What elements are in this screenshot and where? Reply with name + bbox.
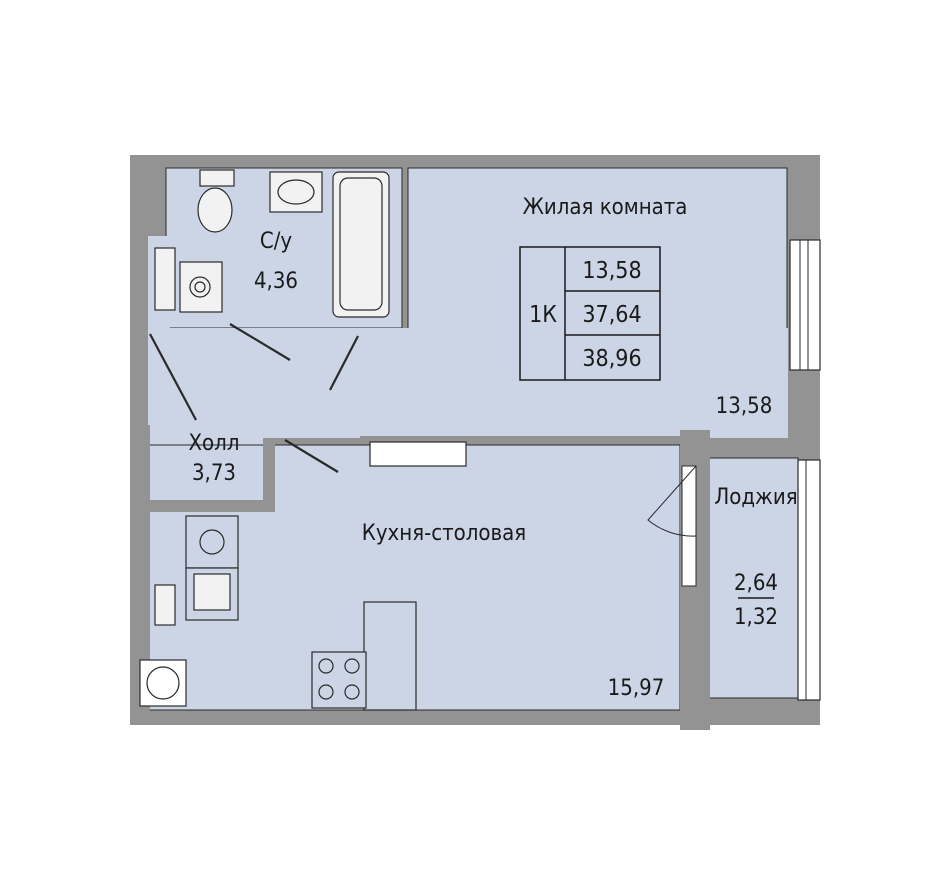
loggia-area-reduced: 1,32 xyxy=(734,605,778,630)
kitchen-label: Кухня-столовая xyxy=(362,521,526,546)
living-room-label: Жилая комната xyxy=(523,195,688,220)
balcony-door xyxy=(681,465,697,587)
doors xyxy=(149,323,359,473)
hall-corridor-floor xyxy=(148,328,788,438)
bathroom-door-2 xyxy=(329,335,359,391)
loggia-label: Лоджия xyxy=(714,485,797,510)
toilet-tank xyxy=(199,169,235,187)
left-wall xyxy=(130,425,150,725)
hall-side-wall xyxy=(263,438,275,512)
hall-label: Холл xyxy=(189,431,240,456)
total-area-value: 38,96 xyxy=(582,346,641,372)
bathroom-area: 4,36 xyxy=(254,269,298,294)
kitchen-door xyxy=(284,439,339,473)
kitchen-area: 15,97 xyxy=(608,676,665,701)
toilet-icon xyxy=(197,187,233,233)
apartment-type: 1К xyxy=(529,302,557,328)
summary-table xyxy=(519,246,661,381)
kitchen-fixtures xyxy=(139,441,467,711)
fridge xyxy=(363,601,417,711)
loggia-window xyxy=(797,459,821,701)
partition-wall xyxy=(360,436,682,444)
hall-wall xyxy=(148,500,266,512)
hall-area: 3,73 xyxy=(192,461,236,486)
stove-icon xyxy=(311,651,367,709)
loggia-area-full: 2,64 xyxy=(734,571,778,596)
living-room-area: 13,58 xyxy=(716,394,773,419)
balcony-door-swing xyxy=(647,465,697,537)
bathroom-fixtures xyxy=(154,169,390,318)
bathroom-label: С/у xyxy=(260,229,292,254)
living-window xyxy=(789,239,821,371)
area-without-loggia-value: 37,64 xyxy=(582,302,641,328)
water-heater-icon xyxy=(139,659,187,707)
bathroom-door xyxy=(229,323,291,361)
entrance-door xyxy=(149,333,197,421)
living-area-value: 13,58 xyxy=(582,258,641,284)
radiator xyxy=(369,441,467,467)
loggia-floor xyxy=(707,457,799,699)
hood-icon xyxy=(185,515,239,569)
boiler xyxy=(154,247,176,311)
meter xyxy=(154,584,176,626)
windows xyxy=(647,239,821,701)
